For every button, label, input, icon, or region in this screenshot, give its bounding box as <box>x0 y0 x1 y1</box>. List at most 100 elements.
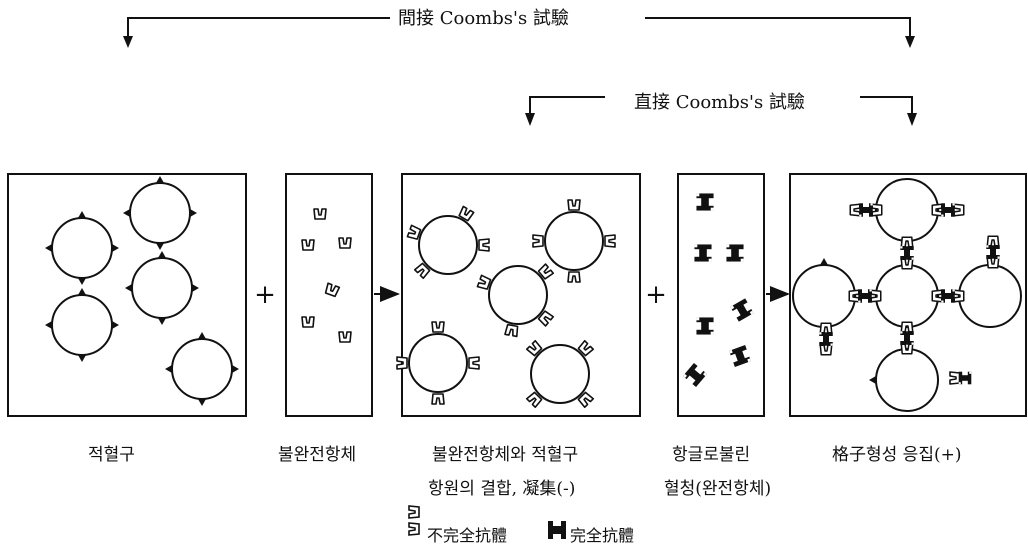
incomplete-antibody <box>413 262 431 280</box>
incomplete-antibody <box>986 235 1000 247</box>
complete-antibody <box>696 193 714 211</box>
caption-antiglobulin-line2: 혈청(완전항체) <box>664 479 772 499</box>
incomplete-antibody <box>313 208 327 220</box>
complete-antibody <box>682 362 708 388</box>
incomplete-antibody <box>849 203 861 217</box>
antibody-bridge <box>848 289 882 303</box>
lattice-agglutination-group <box>792 178 1022 412</box>
incomplete-antibody <box>525 339 543 357</box>
plus-sign-1: + <box>254 280 276 310</box>
antibody-coated-cell <box>408 333 468 393</box>
complete-antibodies-group <box>682 193 754 388</box>
antibody-bridge <box>819 322 833 356</box>
incomplete-antibody <box>577 339 595 357</box>
caption-red-blood-cells: 적혈구 <box>88 445 135 465</box>
complete-antibody <box>819 332 833 346</box>
indirect-bracket-left-arrowhead <box>123 36 133 48</box>
incomplete-antibody <box>953 203 965 217</box>
incomplete-antibody <box>604 234 616 248</box>
incomplete-antibody <box>478 238 490 252</box>
antigen <box>820 258 828 265</box>
incomplete-antibody <box>301 316 315 328</box>
complete-antibody <box>729 345 751 367</box>
antigen <box>78 288 86 295</box>
antigen <box>156 176 164 183</box>
complete-antibody <box>696 317 714 335</box>
legend-incomplete-antibody-icon <box>408 522 420 536</box>
antigen <box>125 284 132 292</box>
complete-antibody <box>900 331 914 345</box>
antigen <box>190 209 197 217</box>
incomplete-antibody <box>458 205 475 222</box>
incomplete-antibody <box>525 391 543 409</box>
complete-antibody <box>986 245 1000 259</box>
panel-antiglobulin-serum <box>677 173 765 417</box>
caption-binding-line1: 불완전항체와 적혈구 <box>432 445 579 465</box>
legend-complete-antibody-label: 完全抗體 <box>570 526 635 545</box>
panel-red-blood-cells <box>7 173 247 417</box>
antigen <box>78 211 86 218</box>
agglutinated-cell <box>875 264 939 328</box>
incomplete-antibody <box>986 257 1000 269</box>
agglutinated-cell <box>875 178 939 242</box>
complete-antibody <box>730 298 754 322</box>
indirect-coombs-title: 間接 Coombs's 試驗 <box>398 8 569 29</box>
complete-antibody <box>694 244 712 262</box>
panel-lattice-agglutination <box>789 173 1027 417</box>
antigen <box>232 365 239 373</box>
antigen <box>123 209 130 217</box>
antibody-coated-cell <box>418 215 478 275</box>
antigen <box>45 244 52 252</box>
plus-sign-2: + <box>645 280 667 310</box>
incomplete-antibody <box>532 234 544 248</box>
complete-antibody <box>958 371 972 385</box>
complete-antibody <box>941 289 955 303</box>
incomplete-antibody <box>338 331 352 343</box>
legend-incomplete-antibody-icon <box>408 505 420 519</box>
incomplete-antibody <box>431 321 445 333</box>
antibody-coated-cell <box>544 211 604 271</box>
incomplete-antibody <box>468 356 480 370</box>
red-blood-cell <box>171 338 233 400</box>
direct-bracket-right-arrowhead <box>907 113 917 126</box>
antigen <box>198 332 206 339</box>
red-blood-cell <box>131 257 193 319</box>
complete-antibody <box>900 246 914 260</box>
red-blood-cell <box>51 294 113 356</box>
incomplete-antibody <box>504 323 519 338</box>
caption-antiglobulin-line1: 항글로불린 <box>672 445 751 465</box>
antigen <box>165 365 172 373</box>
incomplete-antibody <box>537 263 555 280</box>
panel-antibody-bound-cells <box>401 173 641 417</box>
direct-bracket-left-arrowhead <box>525 113 535 126</box>
incomplete-antibody <box>324 282 341 298</box>
caption-incomplete-antibody: 불완전항체 <box>278 445 357 465</box>
antibody-bridge <box>900 321 914 355</box>
incomplete-antibody <box>567 271 581 283</box>
antigen <box>78 355 86 362</box>
incomplete-antibody <box>406 224 422 240</box>
complete-antibody <box>941 203 955 217</box>
incomplete-antibody <box>949 371 961 385</box>
antibody-bound-cells-group <box>396 199 616 409</box>
complete-antibody <box>858 289 872 303</box>
antibody-coated-cell <box>530 344 590 404</box>
complete-antibody <box>726 244 744 262</box>
incomplete-antibody <box>301 239 315 251</box>
indirect-coombs-bracket <box>127 17 911 45</box>
antibody-coated-cell <box>488 265 548 325</box>
incomplete-antibody <box>476 274 492 290</box>
antigen <box>112 244 119 252</box>
antigen <box>158 318 166 325</box>
incomplete-antibody <box>338 237 352 249</box>
incomplete-antibody <box>567 199 581 211</box>
agglutinated-cell <box>792 264 856 328</box>
antibody-bridge <box>931 203 965 217</box>
legend-complete-antibody-icon <box>548 521 566 539</box>
caption-binding-line2: 항원의 결합, 凝集(-) <box>428 479 576 499</box>
antigen <box>156 243 164 250</box>
incomplete-antibody <box>537 310 555 327</box>
incomplete-antibodies-group <box>301 208 352 343</box>
antibody-bridge <box>900 236 914 270</box>
